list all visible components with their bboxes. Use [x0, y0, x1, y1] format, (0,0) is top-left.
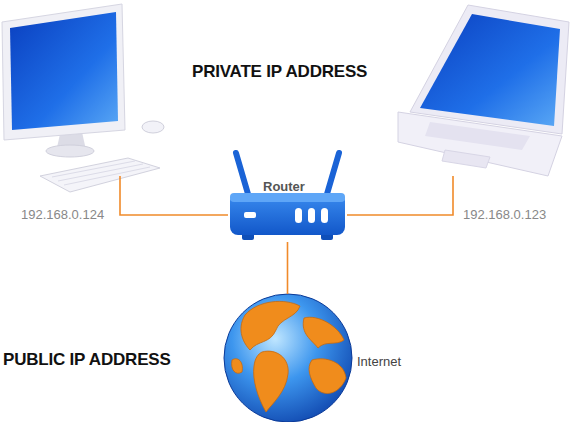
desktop-computer: [2, 4, 164, 192]
node-label: 192.168.0.123: [463, 207, 546, 223]
section-heading: PRIVATE IP ADDRESS: [192, 62, 367, 82]
network-link: [347, 176, 453, 215]
internet-node: Internet: [223, 294, 353, 422]
laptop-node: 192.168.0.123: [398, 4, 568, 176]
desktop-node: 192.168.0.124: [4, 4, 164, 176]
network-link: [120, 176, 228, 215]
node-label: Internet: [357, 354, 401, 370]
section-heading: PUBLIC IP ADDRESS: [3, 350, 171, 370]
laptop-computer: [398, 5, 569, 176]
router-device: [230, 153, 345, 240]
router-node: Router: [228, 150, 347, 242]
node-label: Router: [263, 179, 305, 195]
network-link: [287, 242, 288, 294]
node-label: 192.168.0.124: [21, 207, 104, 223]
globe: [224, 294, 352, 422]
